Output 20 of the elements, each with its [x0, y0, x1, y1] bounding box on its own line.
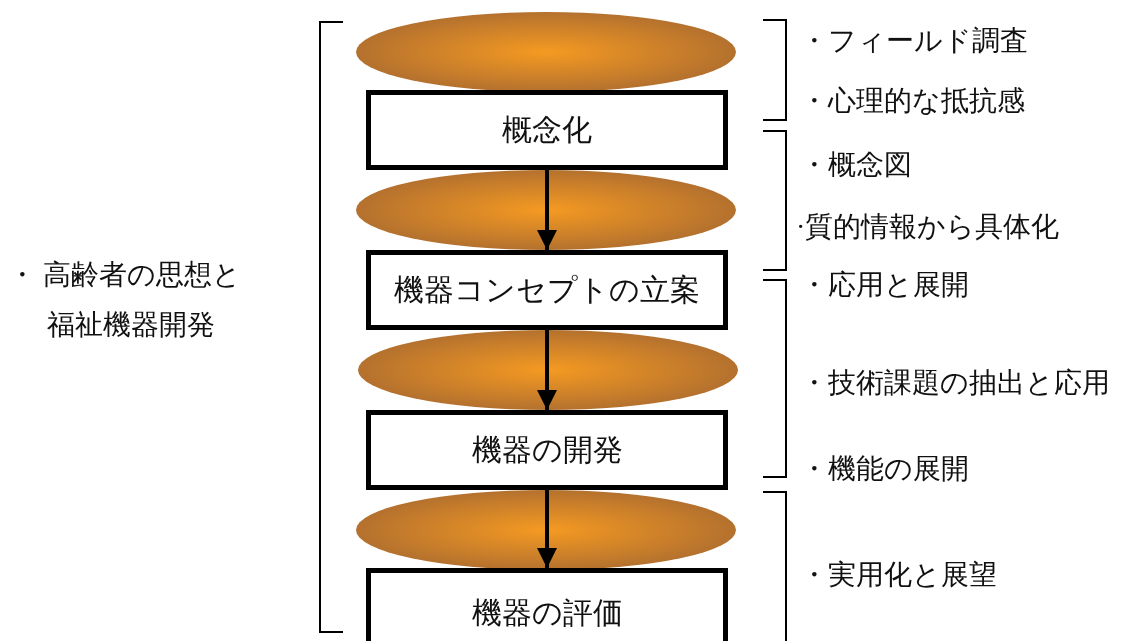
arrow — [537, 490, 557, 568]
bullet-text: ・心理的な抵抗感 — [800, 84, 1025, 118]
bullet-text: ・概念図 — [800, 148, 912, 182]
arrow — [537, 330, 557, 410]
ellipse — [358, 330, 738, 410]
arrow — [537, 170, 557, 250]
bullet-text: ・技術課題の抽出と応用 — [800, 366, 1110, 400]
bullet-text: ・応用と展開 — [800, 268, 969, 302]
bullet-text: ・フィールド調査 — [800, 24, 1028, 58]
ellipse — [356, 170, 736, 250]
process-box: 機器の開発 — [366, 410, 728, 490]
ellipse — [356, 12, 736, 92]
bullet-text: ・実用化と展望 — [800, 558, 997, 592]
bullet-text: ・機能の展開 — [800, 452, 969, 486]
process-box: 機器コンセプトの立案 — [366, 250, 728, 330]
bullet-text: ・ 高齢者の思想と福祉機器開発 — [8, 258, 242, 342]
bullet-text: ·質的情報から具体化 — [796, 210, 1060, 244]
process-box: 概念化 — [366, 90, 728, 170]
ellipse — [356, 490, 736, 570]
process-box: 機器の評価 — [366, 568, 728, 641]
